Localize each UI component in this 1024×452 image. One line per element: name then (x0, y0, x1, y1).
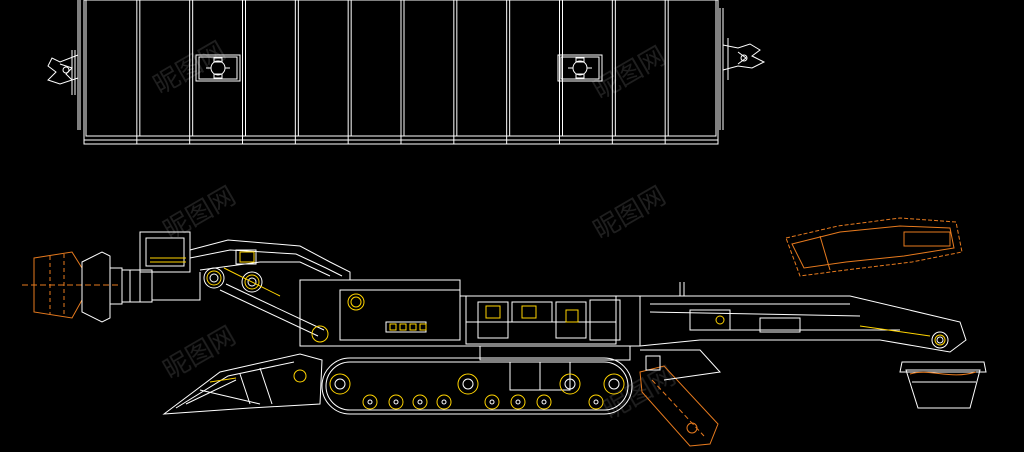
track-wheel-hub (593, 399, 599, 405)
track-wheel-hub (393, 399, 399, 405)
top-view (47, 0, 766, 145)
track-wheel-hub (441, 399, 447, 405)
loading-shovel (162, 353, 323, 415)
main-frame (299, 279, 641, 361)
track-wheel (329, 373, 351, 395)
track-wheel (603, 373, 625, 395)
loading-shovel-accent (209, 369, 307, 383)
cutting-arm-accent (150, 251, 365, 343)
track-wheel (588, 394, 604, 410)
cutter-head (22, 251, 120, 319)
rear-ripper (639, 365, 719, 447)
track-wheel-hub (564, 378, 576, 390)
track-wheels (329, 373, 625, 410)
track-wheel (559, 373, 581, 395)
crawler-track (321, 357, 633, 415)
conveyor (620, 282, 967, 353)
track-wheel (362, 394, 378, 410)
track-wheel (510, 394, 526, 410)
track-wheel-hub (417, 399, 423, 405)
track-wheel (412, 394, 428, 410)
watermark-4: 昵图网 (589, 181, 672, 246)
watermark-group: 昵图网 昵图网 昵图网 昵图网 昵图网 昵图网 (149, 36, 682, 426)
track-wheel-hub (367, 399, 373, 405)
watermark-3: 昵图网 (159, 181, 242, 246)
conveyor-accent (715, 315, 946, 346)
detached-conveyor-section (785, 217, 963, 277)
cutter-drum (81, 251, 153, 323)
side-view (22, 217, 987, 447)
top-view-left-bracket (47, 0, 81, 130)
rear-support (640, 349, 722, 381)
track-wheel-hub (541, 399, 547, 405)
track-wheel-hub (515, 399, 521, 405)
track-wheel-hub (608, 378, 620, 390)
track-wheel (436, 394, 452, 410)
track-wheel (484, 394, 500, 410)
cutting-arm (139, 231, 351, 337)
track-wheel (457, 373, 479, 395)
track-wheel (536, 394, 552, 410)
track-wheel-hub (462, 378, 474, 390)
top-view-right-bracket (719, 8, 766, 130)
main-frame-accent (350, 296, 579, 331)
track-wheel-hub (489, 399, 495, 405)
tail-bucket (899, 361, 987, 409)
track-wheel (388, 394, 404, 410)
top-view-panels (136, 0, 669, 144)
lock-icon-left (195, 54, 241, 82)
tail-bucket-accent (909, 371, 977, 376)
lock-icon-right (557, 54, 603, 82)
track-wheel-hub (334, 378, 346, 390)
watermark-2: 昵图网 (589, 41, 672, 106)
